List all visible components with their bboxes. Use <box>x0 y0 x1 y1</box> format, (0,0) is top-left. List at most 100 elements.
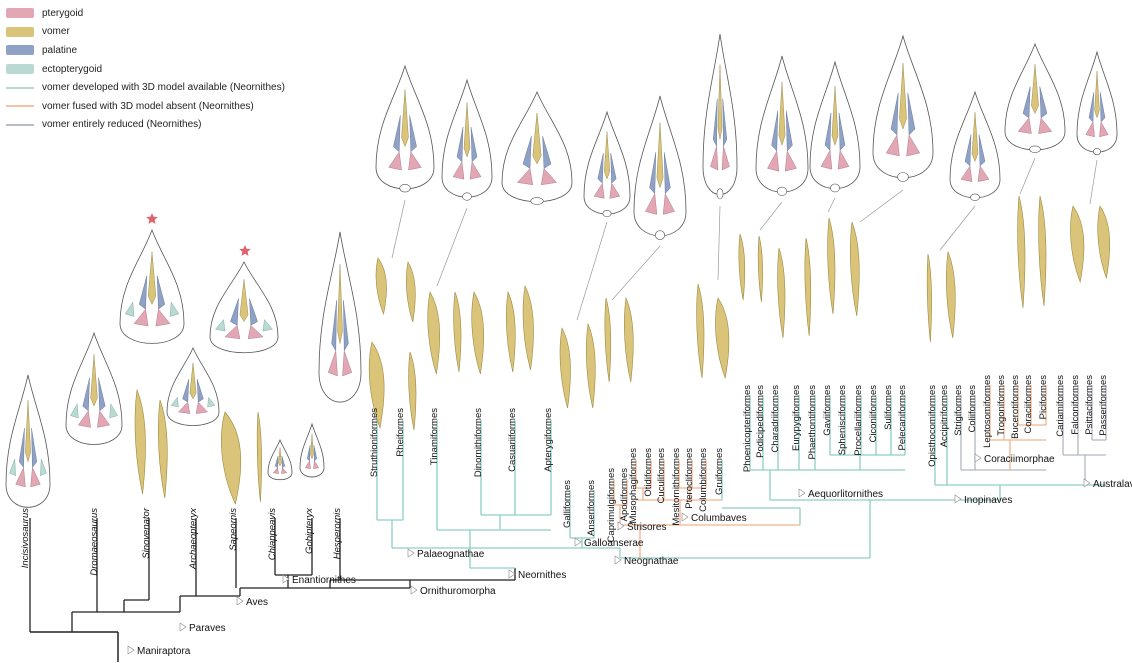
clade-label-aves: Aves <box>246 597 268 608</box>
taxon-label-otidiformes: Otidiformes <box>643 448 654 497</box>
taxon-label-strigiformes: Strigiformes <box>953 385 964 436</box>
vomer-model-8 <box>409 352 416 430</box>
taxon-label-charadriiformes: Charadriiformes <box>770 385 781 453</box>
vomer-model-1 <box>135 390 145 494</box>
taxon-label-gobipteryx: Gobipteryx <box>304 507 315 554</box>
vomer-model-26 <box>927 254 931 342</box>
clade-label-australaves: Australaves <box>1093 479 1132 490</box>
taxon-label-coraciiformes: Coraciiformes <box>1023 375 1034 434</box>
skull-crown-10 <box>950 92 1000 201</box>
skull-crown-2 <box>442 80 492 200</box>
vomer-model-4 <box>257 412 261 502</box>
vomer-model-17 <box>624 298 633 382</box>
skull-crown-6 <box>703 34 737 199</box>
clade-marker <box>237 597 243 605</box>
connector-line <box>1020 158 1035 194</box>
foramen-magnum <box>655 231 664 240</box>
vomer-model-6 <box>406 262 415 322</box>
taxon-label-phaethontiformes: Phaethontiformes <box>807 385 818 460</box>
clade-marker <box>509 570 515 578</box>
taxon-label-passeriformes: Passeriformes <box>1098 375 1109 436</box>
taxon-label-hesperornis: Hesperornis <box>332 508 343 559</box>
connector-line <box>718 206 720 280</box>
foramen-magnum <box>463 193 472 200</box>
taxon-label-apterygiformes: Apterygiformes <box>543 408 554 472</box>
foramen-magnum <box>400 184 410 192</box>
clade-marker <box>955 495 961 503</box>
connector-line <box>860 190 903 222</box>
vomer-model-24 <box>828 218 835 314</box>
skull-crown-8 <box>810 62 860 192</box>
clade-marker <box>975 454 981 462</box>
clade-label-enantiornithes: Enantiornithes <box>292 575 356 586</box>
star-icon <box>239 245 250 256</box>
vomer-model-2 <box>158 400 167 498</box>
taxon-label-galliformes: Galliformes <box>562 480 573 528</box>
taxon-label-podicipediformes: Podicipediformes <box>755 385 766 458</box>
skull-crown-1 <box>376 66 434 192</box>
skull-gobipteryx <box>300 424 324 477</box>
vomer-model-18 <box>697 284 704 378</box>
clade-marker <box>411 586 417 594</box>
vomer-model-14 <box>560 328 570 408</box>
connector-line <box>940 206 975 250</box>
skull-dromaeosaurus <box>66 333 122 445</box>
taxon-label-casuariiformes: Casuariiformes <box>507 408 518 472</box>
vomer-model-11 <box>472 292 484 374</box>
taxon-label-musophagiformes: Musophagiformes <box>628 448 639 524</box>
skull-crown-11 <box>1005 44 1065 153</box>
taxon-label-cuculiformes: Cuculiformes <box>656 448 667 504</box>
connector-line <box>612 246 660 300</box>
clade-marker <box>799 489 805 497</box>
connector-line <box>392 200 405 258</box>
skull-and-vomer-illustrations <box>6 34 1117 507</box>
connector-line <box>1090 160 1097 204</box>
taxon-label-columbiformes: Columbiformes <box>698 448 709 512</box>
taxon-label-archaeopteryx: Archaeopteryx <box>188 507 199 571</box>
connector-line <box>828 198 835 212</box>
vomer-model-21 <box>758 236 762 302</box>
clade-label-neornithes: Neornithes <box>518 570 566 581</box>
taxon-label-incisivosaurus: Incisivosaurus <box>20 508 31 568</box>
vomer-model-29 <box>1039 196 1046 306</box>
taxon-label-suliformes: Suliformes <box>883 385 894 430</box>
clade-label-galloanserae: Galloanserae <box>584 538 644 549</box>
taxon-label-mesitornithiformes: Mesitornithiformes <box>671 448 682 526</box>
skull-crown-7 <box>756 56 808 196</box>
taxon-label-sapeornis: Sapeornis <box>228 508 239 551</box>
taxon-label-leptosomiformes: Leptosomiformes <box>982 375 993 448</box>
taxon-label-procellariiformes: Procellariiformes <box>853 385 864 456</box>
clade-marker <box>180 623 186 631</box>
clade-label-strisores: Strisores <box>627 522 666 533</box>
taxon-label-gaviiformes: Gaviiformes <box>822 385 833 436</box>
clade-marker <box>618 522 624 530</box>
vomer-model-5 <box>376 258 386 314</box>
taxon-label-gruiformes: Gruiformes <box>714 448 725 495</box>
clade-marker <box>575 538 581 546</box>
vomer-model-20 <box>739 234 745 300</box>
vomer-model-16 <box>605 298 611 382</box>
clade-marker <box>1084 479 1090 487</box>
skull-hesperornis <box>319 232 361 402</box>
taxon-label-rheiformes: Rheiformes <box>395 408 406 457</box>
vomer-model-23 <box>805 238 811 336</box>
taxon-label-psittaciformes: Psittaciformes <box>1084 375 1095 435</box>
vomer-model-13 <box>523 286 533 370</box>
foramen-magnum <box>717 189 723 199</box>
connector-line <box>437 208 467 286</box>
connector-line <box>760 202 782 230</box>
connector-line <box>577 222 607 320</box>
vomer-model-12 <box>506 292 515 372</box>
taxon-label-coliiformes: Coliiformes <box>967 385 978 433</box>
taxon-label-tinamiformes: Tinamiformes <box>429 408 440 465</box>
clade-label-aequorlitornithes: Aequorlitornithes <box>808 489 883 500</box>
vomer-model-22 <box>778 248 785 338</box>
clade-label-inopinaves: Inopinaves <box>964 495 1012 506</box>
skull-archaeopteryx <box>167 348 219 425</box>
clade-marker <box>682 513 688 521</box>
taxon-label-dinornithiformes: Dinornithiformes <box>473 408 484 477</box>
taxon-label-struthioniformes: Struthioniformes <box>369 408 380 477</box>
taxon-label-cariamiformes: Cariamiformes <box>1055 375 1066 437</box>
clade-label-neognathae: Neognathae <box>624 556 679 567</box>
taxon-label-caprimulgiformes: Caprimulgiformes <box>606 468 617 543</box>
